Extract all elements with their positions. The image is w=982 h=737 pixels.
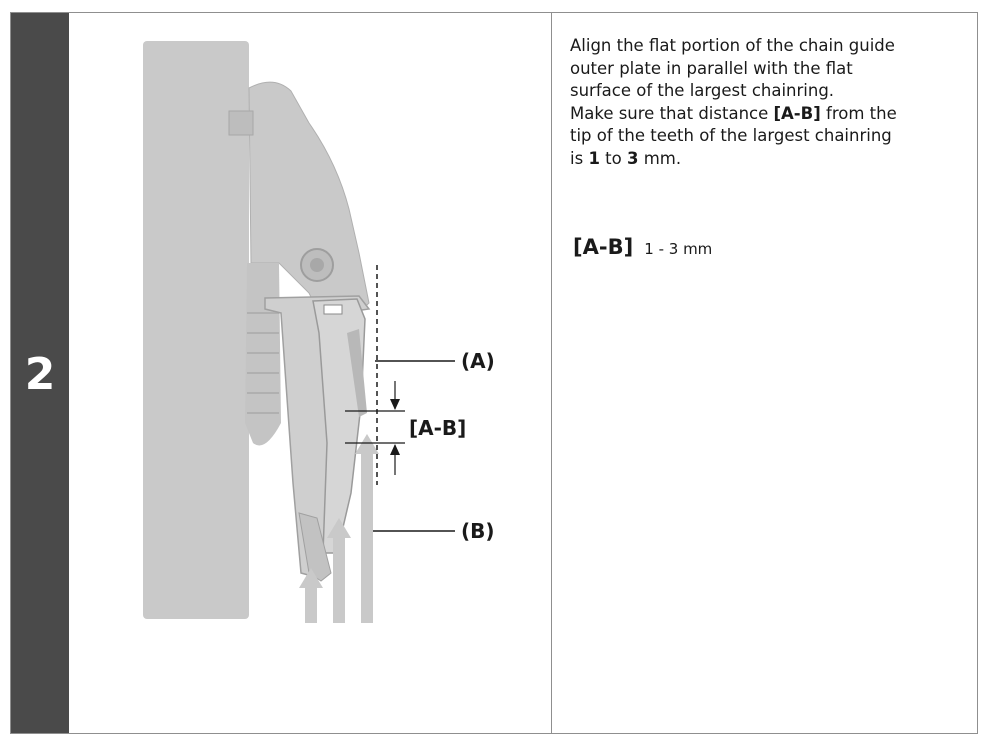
callout-ab: [A-B] [409, 416, 467, 440]
instruction-bold: 1 [588, 148, 600, 168]
callout-b: (B) [461, 519, 495, 543]
instruction-line: from the [820, 103, 897, 123]
chainring-edge [347, 329, 367, 417]
instruction-line: mm. [638, 148, 682, 168]
step-number: 2 [24, 349, 56, 400]
callout-a: (A) [461, 349, 495, 373]
spec-row: [A-B] 1 - 3 mm [573, 235, 712, 259]
instruction-line: to [599, 148, 627, 168]
derailleur-drawing [143, 41, 455, 623]
instruction-line: outer plate in parallel with the flat [570, 58, 853, 78]
instruction-bold: [A-B] [773, 103, 821, 123]
instruction-line: tip of the teeth of the largest chainrin… [570, 126, 892, 145]
instruction-bold: 3 [626, 148, 639, 168]
derailleur-illustration: (A) [A-B] (B) [69, 13, 551, 733]
spring-housing [245, 263, 281, 446]
chainring-arrows [299, 434, 379, 623]
instruction-line: Align the flat portion of the chain guid… [570, 36, 895, 55]
plate-slot [323, 304, 343, 315]
instruction-line: Make sure that distance [570, 103, 774, 123]
step-panel: 2 [10, 12, 978, 734]
clamp-bolt [228, 110, 254, 136]
instruction-line: is [570, 148, 589, 168]
column-divider [551, 13, 552, 733]
spec-value: 1 - 3 mm [644, 240, 713, 258]
step-bar: 2 [11, 13, 69, 733]
instruction-text: Align the flat portion of the chain guid… [570, 35, 970, 170]
spec-label: [A-B] [573, 235, 634, 259]
seat-tube [143, 41, 249, 619]
instruction-line: surface of the largest chainring. [570, 81, 835, 100]
